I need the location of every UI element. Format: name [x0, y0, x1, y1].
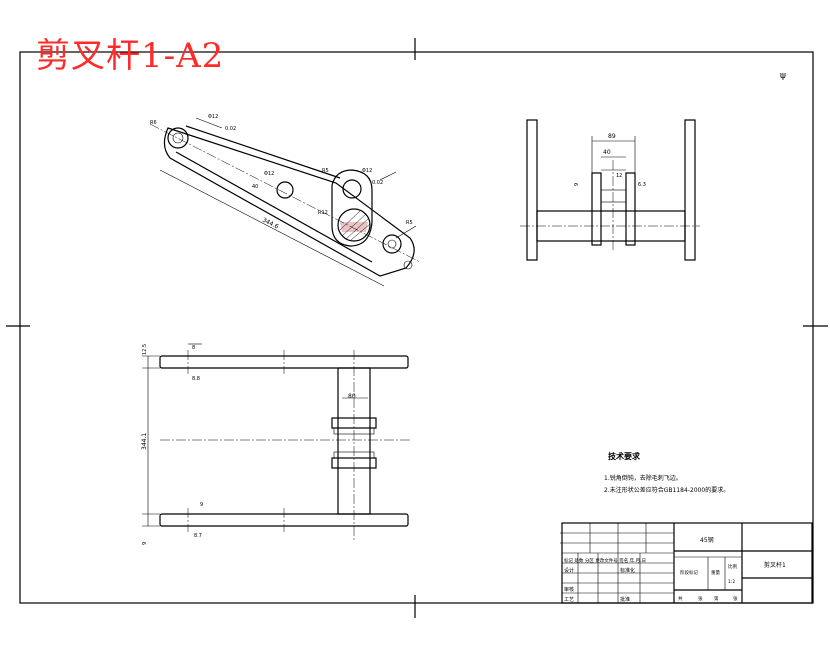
tb-sheet-c: 第 — [714, 595, 719, 602]
sq-bot: 8.7 — [194, 533, 202, 539]
tb-standard: 标准化 — [620, 567, 635, 574]
tb-scale: 比例 — [728, 563, 737, 570]
tb-review: 审核 — [564, 586, 574, 593]
tb-row-labels: 标记 处数 分区 更改文件号 签名 年.月.日 — [564, 557, 646, 564]
front-view: 344.1 12.5 9 8 8.8 9 8.7 80 — [141, 343, 410, 545]
title-block: 45钢 剪叉杆1 标记 处数 分区 更改文件号 签名 年.月.日 设计 标准化 … — [560, 522, 813, 604]
dim-side-a: 9 — [574, 183, 580, 186]
hole-small — [403, 260, 413, 270]
tb-sheet-d: 张 — [733, 595, 738, 602]
hole-right — [382, 234, 402, 254]
dim-vertical-len: 344.1 — [141, 433, 148, 450]
dim-t2: 6.3 — [638, 182, 646, 188]
dim-r-c: R5 — [406, 220, 413, 226]
tb-weight: 重量 — [711, 569, 720, 576]
tech-line-1: 1.锐角倒钝，去除毛刺飞边。 — [604, 474, 682, 482]
tech-line-2: 2.未注形状公差应符合GB1184-2000的要求。 — [604, 486, 729, 494]
hole-middle — [276, 181, 294, 199]
side-plate-right — [684, 119, 696, 261]
tb-part-name: 剪叉杆1 — [764, 561, 786, 569]
link-centerline — [149, 123, 421, 263]
dim-boss-w: 40 — [603, 149, 611, 156]
link-plate-outline — [163, 127, 415, 277]
tb-process: 工艺 — [564, 597, 574, 603]
side-view: 89 40 12 6.3 9 — [520, 119, 700, 261]
tb-sheet-a: 共 — [678, 595, 683, 602]
top-right-mark: ψ — [780, 71, 786, 81]
dim-side-b: 8 — [192, 345, 195, 351]
hole-left — [167, 127, 189, 149]
dim-flat-w: 12 — [616, 173, 622, 179]
tb-stage: 阶段标记 — [680, 569, 698, 576]
bore-hatch — [340, 222, 368, 232]
link-plate-edge — [185, 125, 341, 179]
tech-requirements: 技术要求 1.锐角倒钝，去除毛刺飞边。 2.未注形状公差应符合GB1184-20… — [604, 451, 729, 494]
link-plate-view: 344.6 R6 Φ12 0.02 Φ12 40 R5 Φ12 0.02 R12… — [149, 114, 421, 287]
dim-d-c: Φ12 — [362, 168, 372, 174]
side-plate-left — [526, 119, 538, 261]
tb-approve: 批准 — [620, 596, 630, 603]
hole-left-inner — [172, 132, 184, 144]
tb-scale-val: 1:2 — [728, 579, 735, 585]
dim-col-w: 80 — [348, 393, 356, 400]
boss-bore — [337, 208, 371, 242]
dim-t1: 12.5 — [142, 344, 148, 355]
dim-pin-r: R12 — [318, 210, 328, 216]
drawing-title: 剪叉杆1-A2 — [36, 36, 225, 76]
dim-gap-w: 89 — [608, 133, 616, 140]
link-plate-edge-lower — [175, 151, 373, 263]
sq-top: 8.8 — [192, 376, 200, 382]
side-boss-left — [591, 172, 602, 246]
dim-small-a: 40 — [252, 184, 258, 190]
side-boss-link — [600, 189, 627, 203]
dim-r-b: R5 — [322, 168, 329, 174]
tb-sheet-b: 张 — [698, 595, 703, 602]
dim-small-h2: 9 — [200, 502, 203, 508]
boss-outline — [331, 169, 373, 247]
drawing-frame — [19, 51, 814, 604]
boss-hole-top — [342, 179, 362, 199]
dim-d-b: Φ12 — [264, 171, 274, 177]
dim-r-a: R6 — [150, 120, 157, 126]
hole-right-inner — [387, 239, 397, 249]
tech-heading: 技术要求 — [608, 451, 641, 461]
dim-tol-a: 0.02 — [225, 126, 236, 132]
dim-small-h: 9 — [142, 542, 148, 545]
dim-main-len-line — [159, 169, 385, 287]
side-boss-right — [625, 172, 636, 246]
tb-design: 设计 — [564, 567, 574, 574]
dim-tol-b: 0.02 — [372, 180, 383, 186]
dim-d-a: Φ12 — [208, 114, 218, 120]
tb-material: 45钢 — [700, 536, 714, 544]
